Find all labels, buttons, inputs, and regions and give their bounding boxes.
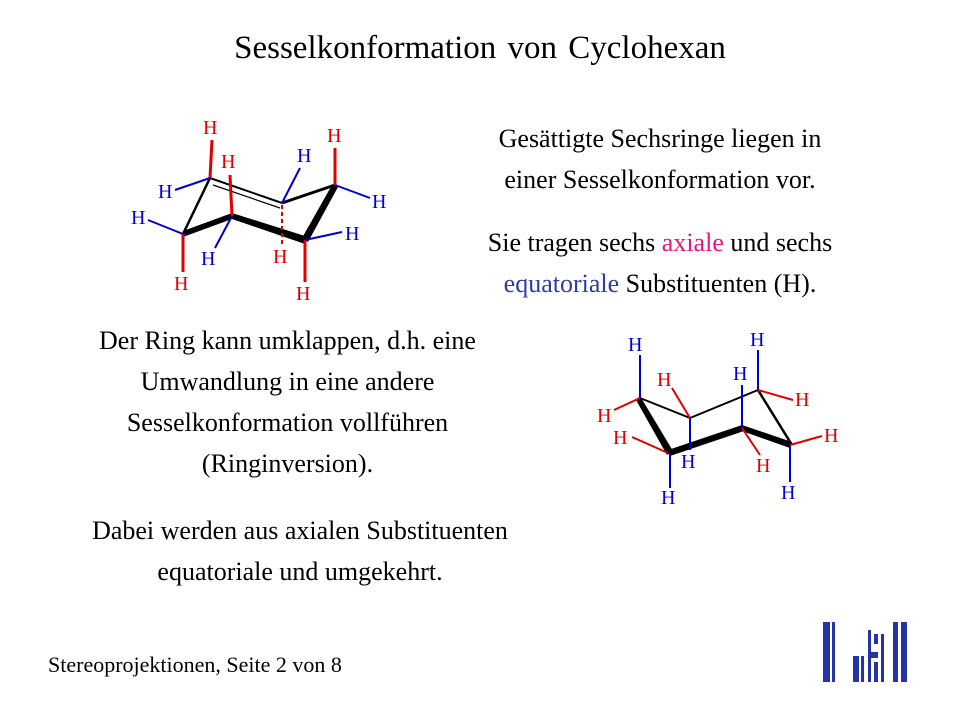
hydrogen-label: H <box>273 246 287 268</box>
substituents-line-2: equatoriale Substituenten (H). <box>440 263 880 304</box>
footer-page-info: Stereoprojektionen, Seite 2 von 8 <box>48 652 342 677</box>
ring-inversion-paragraph: Der Ring kann umklappen, d.h. eine Umwan… <box>30 320 545 484</box>
hydrogen-label: H <box>750 329 764 351</box>
text-segment: und sechs <box>723 228 833 257</box>
institute-logo <box>823 622 907 682</box>
hydrogen-label: H <box>628 334 642 356</box>
conclusion-paragraph: Dabei werden aus axialen Substituenten e… <box>20 510 580 592</box>
page-title: Sesselkonformation von Cyclohexan <box>234 30 726 66</box>
hydrogen-label: H <box>795 389 809 411</box>
hydrogen-label: H <box>661 487 675 509</box>
hydrogen-label: H <box>158 181 172 203</box>
hydrogen-label: H <box>613 427 627 449</box>
hydrogen-label: H <box>345 223 359 245</box>
intro-line-1: Gesättigte Sechsringe liegen in <box>498 124 822 153</box>
hydrogen-label: H <box>597 405 611 427</box>
hydrogen-label: H <box>221 151 235 173</box>
intro-paragraph: Gesättigte Sechsringe liegen in einer Se… <box>440 118 880 200</box>
hydrogen-label: H <box>327 125 341 147</box>
equatorial-term: equatoriale <box>503 269 620 298</box>
text-segment: Sie tragen sechs <box>487 228 662 257</box>
chair-conformation-1-diagram: H H H H H H H H H H H H <box>131 117 386 305</box>
hydrogen-label: H <box>824 425 838 447</box>
intro-line-2: einer Sesselkonformation vor. <box>504 165 816 194</box>
hydrogen-label: H <box>201 248 215 270</box>
text-segment: Substituenten (H). <box>619 269 817 298</box>
hydrogen-label: H <box>203 117 217 139</box>
hydrogen-label: H <box>131 207 145 229</box>
chair-conformation-2-diagram: H H H H H H H H H H H H <box>597 329 838 509</box>
hydrogen-label: H <box>657 369 671 391</box>
hydrogen-label: H <box>296 283 310 305</box>
conclusion-line: Dabei werden aus axialen Substituenten <box>92 516 508 545</box>
axial-term: axiale <box>661 228 724 257</box>
hydrogen-label: H <box>733 363 747 385</box>
substituents-line-1: Sie tragen sechs axiale und sechs <box>440 222 880 263</box>
ring-inversion-line: Sesselkonformation vollführen <box>126 408 449 437</box>
conclusion-line: equatoriale und umgekehrt. <box>157 557 443 586</box>
ring-inversion-line: (Ringinversion). <box>201 449 374 478</box>
hydrogen-label: H <box>681 451 695 473</box>
ring-inversion-line: Umwandlung in eine andere <box>140 367 435 396</box>
hydrogen-label: H <box>174 273 188 295</box>
hydrogen-label: H <box>781 482 795 504</box>
ring-inversion-line: Der Ring kann umklappen, d.h. eine <box>99 326 476 355</box>
hydrogen-label: H <box>372 191 386 213</box>
hydrogen-label: H <box>756 455 770 477</box>
hydrogen-label: H <box>297 145 311 167</box>
substituents-paragraph: Sie tragen sechs axiale und sechs equato… <box>440 222 880 304</box>
